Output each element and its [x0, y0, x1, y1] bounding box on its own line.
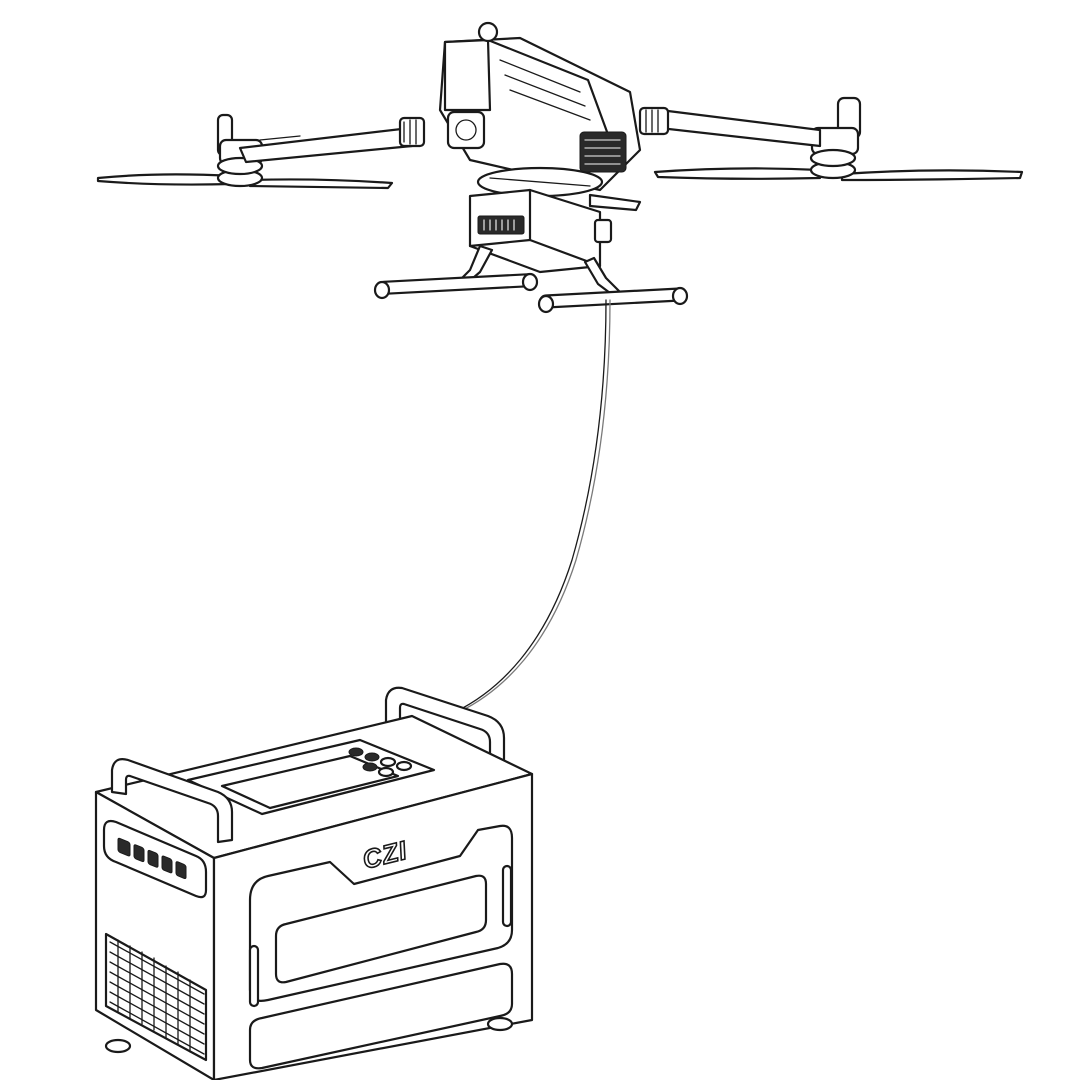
- arm-left: [216, 113, 426, 176]
- station-feet: [104, 1016, 514, 1054]
- tether-cable: [454, 299, 611, 713]
- propeller-right: [653, 160, 1024, 182]
- tether-module: [468, 188, 642, 274]
- arm-right: [638, 96, 862, 168]
- handle-front: [110, 758, 234, 844]
- vent-grille: [104, 932, 208, 1062]
- port-panel: [102, 819, 208, 899]
- drone: [96, 21, 1024, 314]
- fuselage: [438, 21, 642, 198]
- power-station: CZI: [94, 686, 534, 1080]
- front-panels: [248, 824, 514, 1070]
- control-panel: [186, 738, 436, 816]
- landing-gear: [373, 244, 689, 314]
